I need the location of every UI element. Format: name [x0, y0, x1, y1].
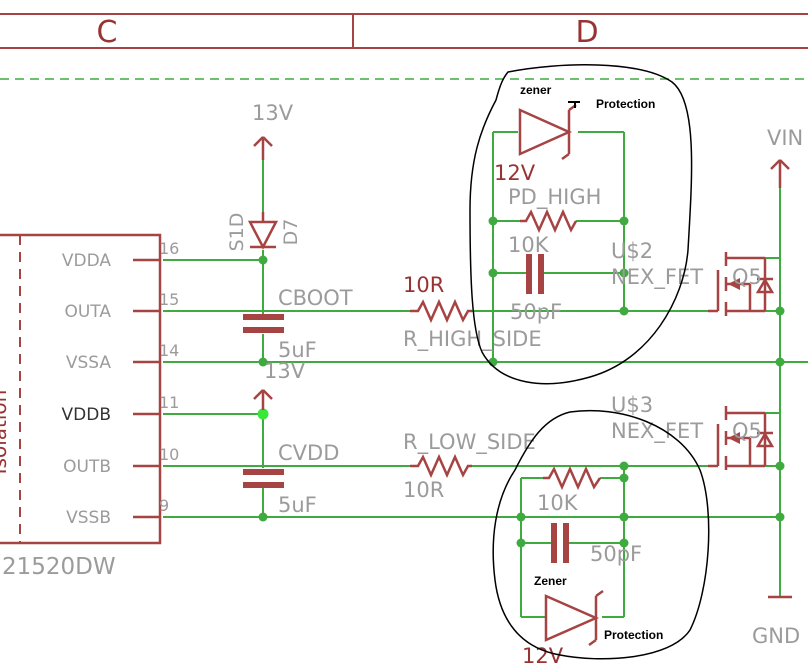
r-low-value-label: 10R — [403, 478, 444, 502]
cboot-value-label: 5uF — [278, 338, 317, 362]
fet2-name-label: NEX_FET — [611, 419, 703, 444]
annotation-circle-low — [492, 409, 710, 660]
cap-low-value-label: 50pF — [590, 542, 642, 566]
fet1-suffix-label: Q5 — [732, 265, 762, 289]
fet2-suffix-label: Q5 — [732, 419, 762, 443]
diode-d7[interactable] — [247, 212, 279, 250]
ic-pin-name-outa: OUTA — [64, 302, 111, 322]
ic-block[interactable] — [0, 233, 162, 545]
resistor-r-low-side[interactable] — [410, 453, 472, 479]
annotation-protection-top: Protection — [596, 97, 655, 111]
capacitor-low-50pf[interactable] — [551, 523, 569, 563]
supply-13v-top-label: 13V — [252, 101, 294, 125]
supply-13v-arrow-top[interactable] — [253, 136, 273, 160]
ic-isolation-label: Isolation — [0, 390, 11, 475]
cvdd-name-label: CVDD — [278, 441, 339, 465]
capacitor-cvdd[interactable] — [243, 469, 284, 488]
frame-column-d: D — [575, 15, 598, 50]
annotation-zener-top: zener — [520, 83, 552, 97]
cap-high-value-label: 50pF — [510, 300, 562, 324]
mosfet-u2[interactable] — [708, 252, 775, 316]
annotation-protection-bottom: Protection — [604, 628, 663, 642]
supply-13v-arrow-mid[interactable] — [253, 389, 273, 410]
ic-pin-num-11: 11 — [159, 393, 179, 412]
resistor-pd-low[interactable] — [543, 465, 602, 491]
supply-13v-mid-label: 13V — [264, 359, 306, 383]
ic-pin-name-vdda: VDDA — [62, 251, 112, 271]
resistor-r-high-side[interactable] — [410, 298, 472, 324]
r-low-name-label: R_LOW_SIDE — [403, 430, 536, 455]
ic-pin-name-vssb: VSSB — [66, 508, 111, 528]
cvdd-value-label: 5uF — [278, 493, 317, 517]
ic-pin-num-9: 9 — [159, 496, 169, 515]
junction-dots — [257, 216, 785, 548]
diode-value-label: S1D — [226, 213, 248, 252]
ic-pin-lines — [133, 258, 160, 519]
fet1-ref-label: U$2 — [611, 239, 653, 263]
annotation-zener-bottom: Zener — [534, 574, 567, 588]
capacitor-high-50pf[interactable] — [526, 254, 544, 294]
vin-label: VIN — [767, 126, 803, 150]
gnd-label: GND — [752, 624, 800, 648]
fet1-name-label: NEX_FET — [611, 265, 703, 290]
ic-pin-name-vssa: VSSA — [66, 353, 112, 373]
r-high-name-label: R_HIGH_SIDE — [403, 327, 542, 352]
zener-low-value-label: 12V — [522, 644, 564, 663]
r-high-value-label: 10R — [403, 273, 444, 297]
ic-pin-num-15: 15 — [159, 290, 179, 309]
ic-pin-name-outb: OUTB — [63, 457, 111, 477]
frame-border — [0, 13, 808, 80]
diode-name-label: D7 — [280, 219, 302, 246]
ic-pin-num-14: 14 — [159, 341, 179, 360]
mosfet-u3[interactable] — [708, 406, 775, 470]
cboot-name-label: CBOOT — [278, 286, 353, 310]
vin-arrow[interactable] — [770, 159, 790, 188]
capacitor-cboot[interactable] — [243, 314, 284, 333]
zener-high[interactable] — [518, 103, 577, 161]
ic-part-name: 21520DW — [2, 554, 116, 580]
resistor-pd-high[interactable] — [520, 208, 578, 234]
frame-column-c: C — [97, 15, 118, 50]
zener-high-value-label: 12V — [494, 161, 536, 185]
pd-high-value-label: 10K — [508, 233, 550, 257]
annotation-circle-high — [469, 64, 693, 385]
annotation-arrow-mark — [568, 101, 580, 108]
ic-pin-num-10: 10 — [159, 445, 179, 464]
ic-pin-name-vddb: VDDB — [62, 405, 111, 425]
zener-low[interactable] — [544, 589, 604, 647]
pd-high-name-label: PD_HIGH — [508, 185, 601, 210]
wires — [163, 131, 808, 618]
pd-low-value-label: 10K — [537, 491, 579, 515]
ic-pin-num-16: 16 — [159, 239, 179, 258]
